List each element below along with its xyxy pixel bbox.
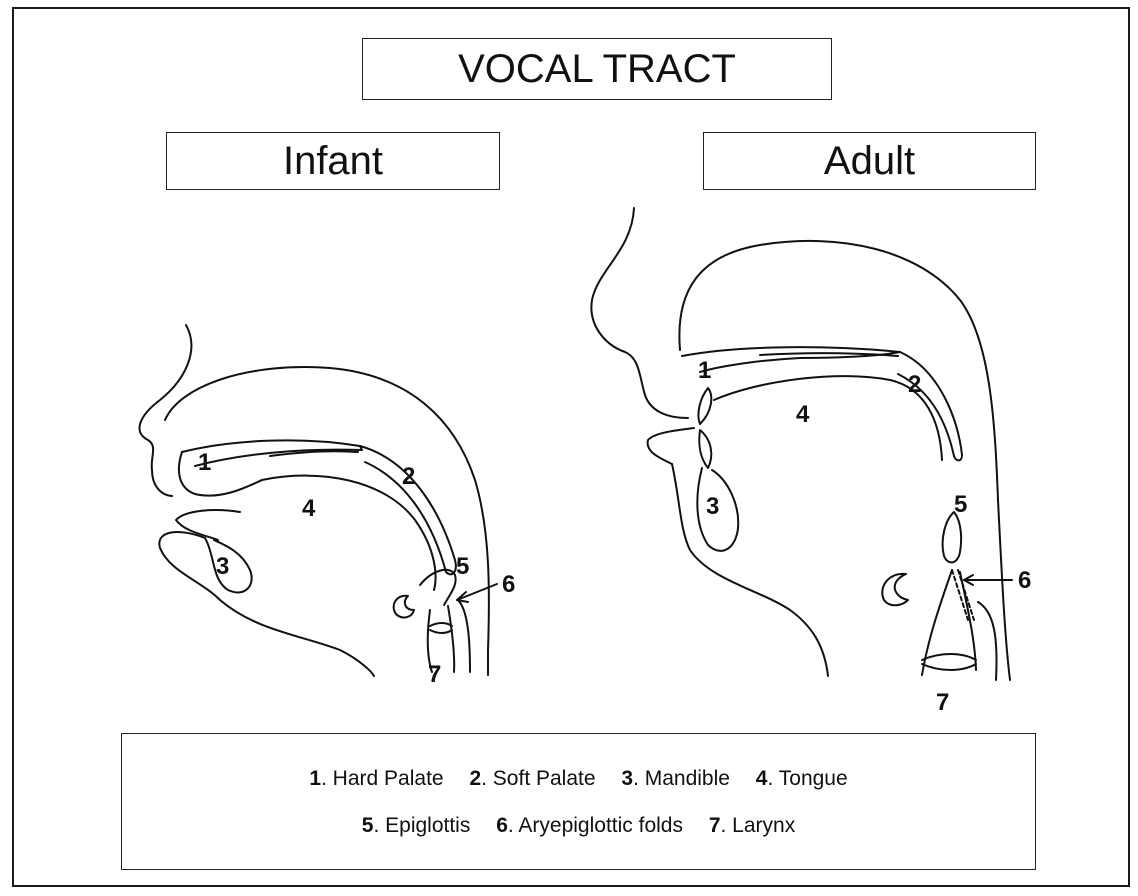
legend-text: . Tongue <box>767 767 847 790</box>
adult-epiglottis <box>943 512 962 562</box>
infant-label-4: 4 <box>302 495 316 522</box>
infant-label-6: 6 <box>502 571 515 598</box>
infant-tongue-surface <box>262 476 436 590</box>
infant-label-7: 7 <box>428 661 441 688</box>
adult-label-1: 1 <box>698 357 711 384</box>
legend-item-tongue: 4. Tongue <box>756 768 848 789</box>
adult-label-4: 4 <box>796 401 810 428</box>
legend: 1. Hard Palate 2. Soft Palate 3. Mandibl… <box>121 733 1036 870</box>
adult-lower-incisor <box>699 430 711 468</box>
legend-text: . Mandible <box>633 767 730 790</box>
adult-lower-lip <box>648 428 694 464</box>
adult-label-2: 2 <box>908 371 921 398</box>
infant-label-5: 5 <box>456 553 469 580</box>
infant-larynx-back <box>448 606 454 672</box>
legend-number: 6 <box>496 814 508 837</box>
legend-item-mandible: 3. Mandible <box>621 768 730 789</box>
legend-item-aryepiglottic-folds: 6. Aryepiglottic folds <box>496 815 683 836</box>
adult-label-7: 7 <box>936 689 949 716</box>
adult-label-6: 6 <box>1018 567 1031 594</box>
adult-hyoid <box>882 574 908 605</box>
adult-palate-slit <box>760 353 898 356</box>
infant-label-1: 1 <box>198 449 211 476</box>
legend-item-hard-palate: 1. Hard Palate <box>309 768 443 789</box>
legend-number: 7 <box>709 814 721 837</box>
legend-text: . Aryepiglottic folds <box>508 814 683 837</box>
infant-vocal-tract <box>139 325 497 676</box>
adult-soft-palate <box>898 352 962 460</box>
infant-hyoid <box>394 596 414 618</box>
infant-vocal-folds <box>430 623 452 633</box>
legend-text: . Soft Palate <box>481 767 595 790</box>
legend-row-2: 5. Epiglottis 6. Aryepiglottic folds 7. … <box>352 815 805 836</box>
legend-text: . Larynx <box>721 814 796 837</box>
legend-number: 4 <box>756 767 768 790</box>
adult-esophagus <box>978 602 997 680</box>
adult-label-3: 3 <box>706 493 719 520</box>
infant-lower-lip <box>176 510 240 540</box>
infant-arrow-6 <box>457 584 497 600</box>
legend-item-epiglottis: 5. Epiglottis <box>362 815 471 836</box>
legend-text: . Epiglottis <box>373 814 470 837</box>
adult-hard-palate <box>682 347 900 372</box>
legend-item-larynx: 7. Larynx <box>709 815 795 836</box>
adult-nose-profile <box>591 208 688 418</box>
adult-vocal-folds <box>922 654 976 670</box>
infant-chin-neck <box>159 532 374 676</box>
legend-row-1: 1. Hard Palate 2. Soft Palate 3. Mandibl… <box>299 768 857 789</box>
infant-upper-lip <box>179 452 262 496</box>
legend-item-soft-palate: 2. Soft Palate <box>469 768 595 789</box>
legend-number: 3 <box>621 767 633 790</box>
adult-larynx-front <box>922 570 952 675</box>
legend-number: 1 <box>309 767 321 790</box>
infant-esophagus <box>458 600 470 672</box>
infant-nose-profile <box>139 325 191 496</box>
legend-text: . Hard Palate <box>321 767 444 790</box>
adult-vocal-tract <box>591 208 1012 680</box>
legend-number: 2 <box>469 767 481 790</box>
adult-upper-incisor <box>698 388 711 424</box>
legend-number: 5 <box>362 814 374 837</box>
adult-chin-neck <box>672 464 828 676</box>
adult-label-5: 5 <box>954 491 967 518</box>
infant-label-3: 3 <box>216 553 229 580</box>
infant-label-2: 2 <box>402 463 415 490</box>
